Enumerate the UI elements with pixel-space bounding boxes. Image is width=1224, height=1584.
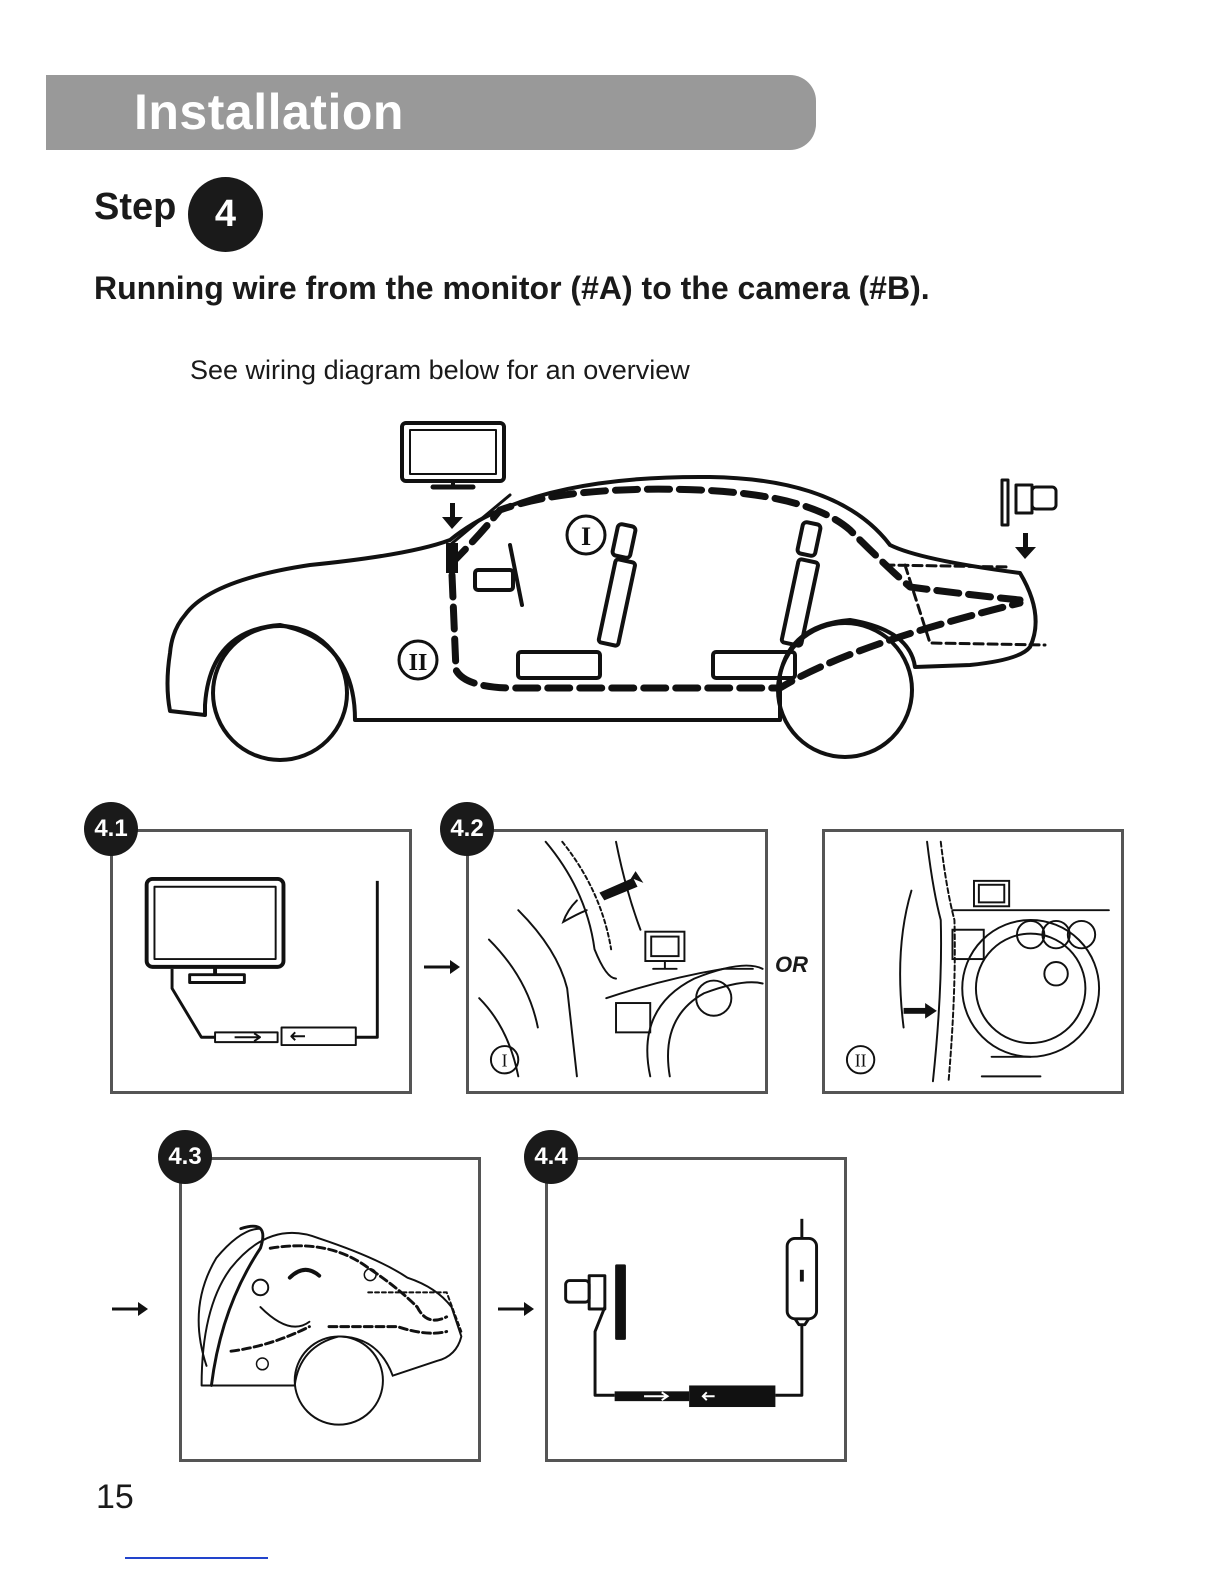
panel-4-2-alt: II <box>822 829 1124 1094</box>
panel-4-1 <box>110 829 412 1094</box>
trunk-routing-illustration <box>182 1160 478 1459</box>
step-number-badge: 4 <box>188 177 263 252</box>
step-badge-4-3: 4.3 <box>158 1130 212 1184</box>
step-badge-4-2: 4.2 <box>440 802 494 856</box>
or-label: OR <box>775 952 808 978</box>
monitor-icon <box>402 423 504 487</box>
arrow-right-icon <box>496 1299 536 1319</box>
link-underline <box>125 1557 268 1559</box>
route-1-interior-illustration: I <box>469 832 765 1091</box>
step-badge-4-1: 4.1 <box>84 802 138 856</box>
route-marker-2: II <box>855 1051 867 1071</box>
car-body-outline <box>168 477 1036 720</box>
route-2-label: II <box>409 650 428 676</box>
overview-note: See wiring diagram below for an overview <box>190 355 690 386</box>
section-banner: Installation <box>46 75 816 150</box>
route-marker-1: I <box>502 1051 508 1071</box>
route-1-label: I <box>581 522 591 551</box>
route-2-interior-illustration: II <box>825 832 1121 1091</box>
step-badge-4-4: 4.4 <box>524 1130 578 1184</box>
panel-4-3 <box>179 1157 481 1462</box>
page-number: 15 <box>96 1478 134 1517</box>
panel-4-4 <box>545 1157 847 1462</box>
wire-route-1 <box>450 489 1020 600</box>
panel-4-2: I <box>466 829 768 1094</box>
step-label: Step <box>94 186 176 229</box>
camera-icon <box>1002 480 1056 525</box>
camera-connection-illustration <box>548 1160 844 1459</box>
monitor-extension-illustration <box>113 832 409 1091</box>
section-title: Installation <box>134 83 404 141</box>
arrow-right-icon <box>422 957 462 977</box>
car-wiring-diagram: I II <box>150 415 1060 765</box>
arrow-right-icon <box>110 1299 150 1319</box>
step-heading: Running wire from the monitor (#A) to th… <box>94 270 930 307</box>
